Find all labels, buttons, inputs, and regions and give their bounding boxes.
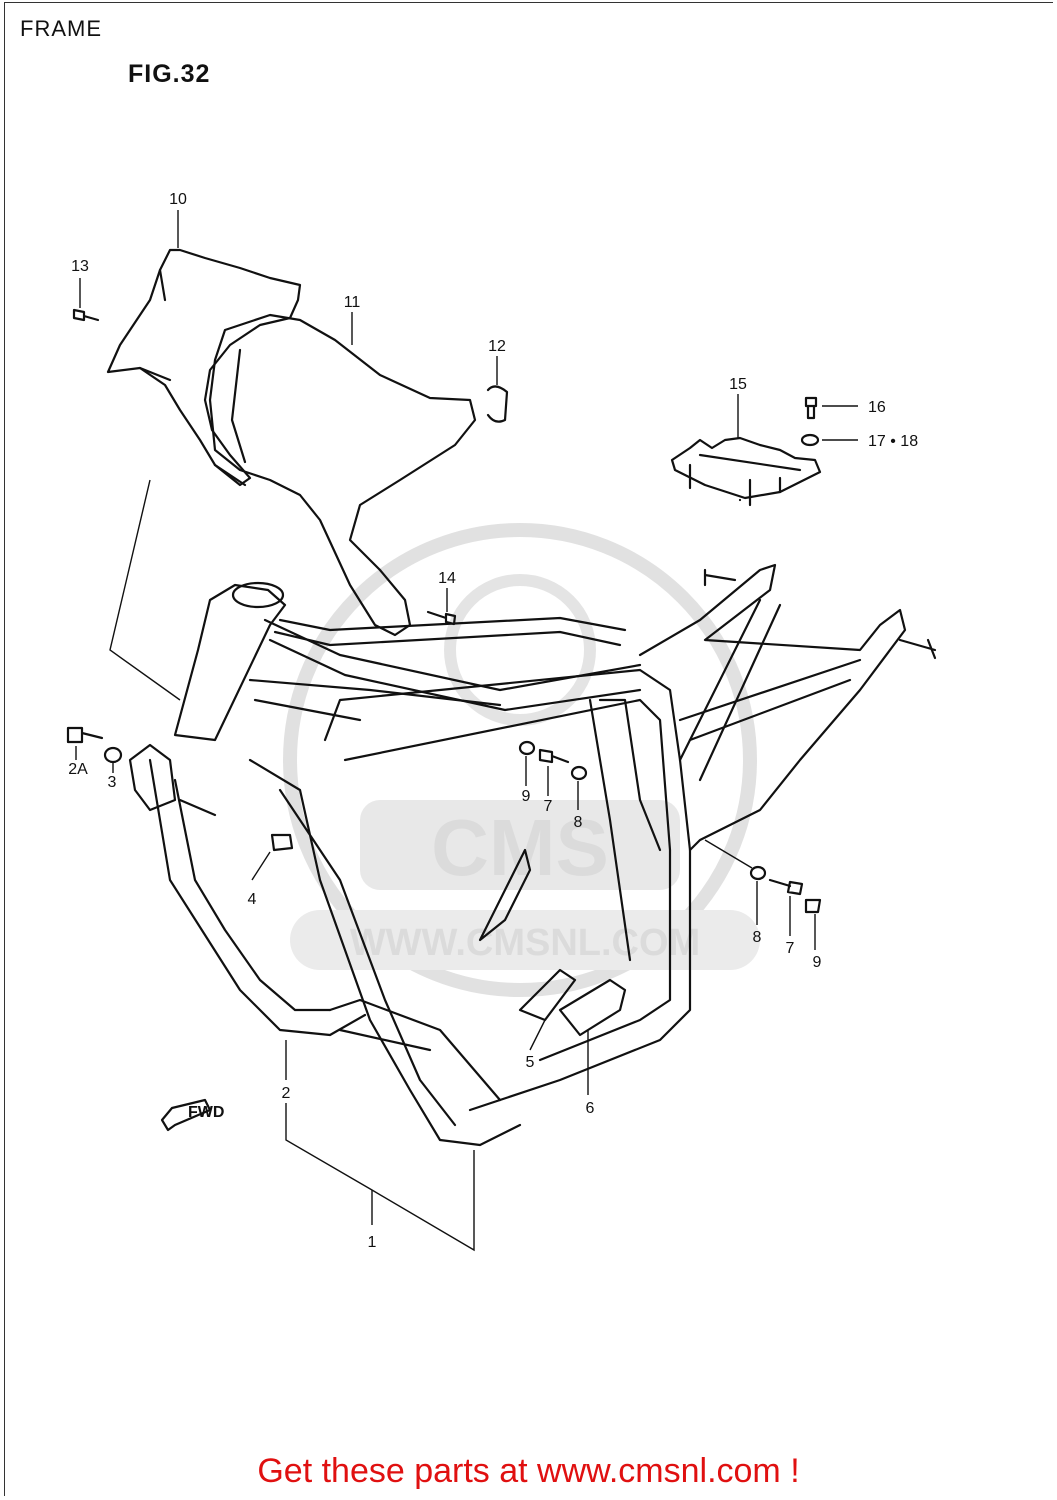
fwd-arrow-label: FWD: [188, 1104, 224, 1121]
frame-top-tube-right: [273, 616, 627, 647]
part-6-engine-mount: [558, 978, 627, 1037]
part-13-screw: [72, 308, 100, 322]
callout-10: 10: [169, 191, 187, 208]
frame-lower-mount: [478, 848, 532, 942]
part-12-grommet: [486, 385, 509, 423]
part-11-outer-cover: [208, 313, 477, 637]
footer-link[interactable]: Get these parts at www.cmsnl.com !: [257, 1452, 800, 1490]
watermark-ring: [283, 523, 757, 997]
callout-16: 16: [868, 399, 886, 416]
callout-1: 1: [368, 1234, 377, 1251]
frame-main-loop: [323, 668, 692, 1112]
callout-9-left: 9: [522, 788, 531, 805]
part-4-nut: [270, 833, 294, 852]
frame-left-bracket: [128, 743, 217, 817]
watermark-logo: CMS: [431, 803, 609, 892]
watermark-logo-box: [360, 800, 680, 890]
callout-13: 13: [71, 258, 89, 275]
part-5-engine-mount: [518, 968, 577, 1022]
part-7-bolt-left: [538, 748, 570, 764]
callout-7-right: 7: [786, 940, 795, 957]
frame-right-downtube: [248, 758, 522, 1147]
part-16-bolt: [804, 396, 818, 420]
part-10-inner-cover: [106, 248, 302, 487]
part-17-washer: [800, 433, 820, 447]
leader-4: [251, 851, 271, 881]
frame-rear-axle-pin-left: [703, 568, 737, 587]
callout-2a: 2A: [68, 761, 88, 778]
callout-11: 11: [344, 294, 361, 311]
frame-left-downtube: [148, 758, 367, 1037]
fwd-arrow-shape: [160, 1098, 212, 1132]
part-10-detail: [138, 268, 247, 487]
watermark-url-box: [290, 910, 760, 970]
part-15-detail: [688, 453, 802, 507]
callout-14: 14: [438, 570, 456, 587]
watermark-url: WWW.CMSNL.COM: [350, 922, 700, 964]
part-8-washer-right: [749, 865, 767, 881]
part-8-washer-left: [570, 765, 588, 781]
figure-number: FIG.32: [128, 60, 211, 88]
frame-rear-subframe: [638, 563, 907, 852]
sheet-border: [4, 2, 1053, 1496]
part-11-inner-edge: [230, 348, 247, 464]
callout-4: 4: [248, 891, 257, 908]
frame-steering-head: [173, 583, 287, 742]
frame-rear-axle-pin-right: [898, 638, 937, 660]
part-7-bolt-right: [768, 878, 804, 896]
part-2a-bolt: [66, 726, 104, 744]
callout-15: 15: [729, 376, 747, 393]
part-9-cap-left: [518, 740, 536, 756]
frame-head-top: [231, 581, 285, 609]
callout-2: 2: [282, 1085, 291, 1102]
part-15-bracket: [670, 436, 822, 500]
callout-17-18: 17 • 18: [868, 433, 918, 450]
callout-5: 5: [526, 1054, 535, 1071]
callout-9-right: 9: [813, 954, 822, 971]
leader-1-bracket: [285, 1103, 475, 1252]
watermark: CMS WWW.CMSNL.COM: [283, 523, 760, 997]
frame-center-bracket: [588, 698, 662, 962]
part-9-cap-right: [804, 898, 822, 914]
callout-12: 12: [488, 338, 506, 355]
callout-3: 3: [108, 774, 117, 791]
frame-rear-stay: [678, 498, 782, 782]
watermark-helmet: [444, 574, 596, 726]
leader-5: [529, 1019, 546, 1051]
leader-8b-diag: [704, 839, 753, 869]
callout-8-left: 8: [574, 814, 583, 831]
page-title: FRAME: [20, 16, 102, 41]
leader-10-long: [109, 479, 181, 701]
frame-lower-rail: [328, 998, 502, 1102]
frame-cross-tube: [248, 678, 502, 722]
callout-7-left: 7: [544, 798, 553, 815]
callout-8-right: 8: [753, 929, 762, 946]
part-3-washer: [103, 746, 123, 764]
callout-6: 6: [586, 1100, 595, 1117]
part-14-screw: [426, 610, 457, 626]
